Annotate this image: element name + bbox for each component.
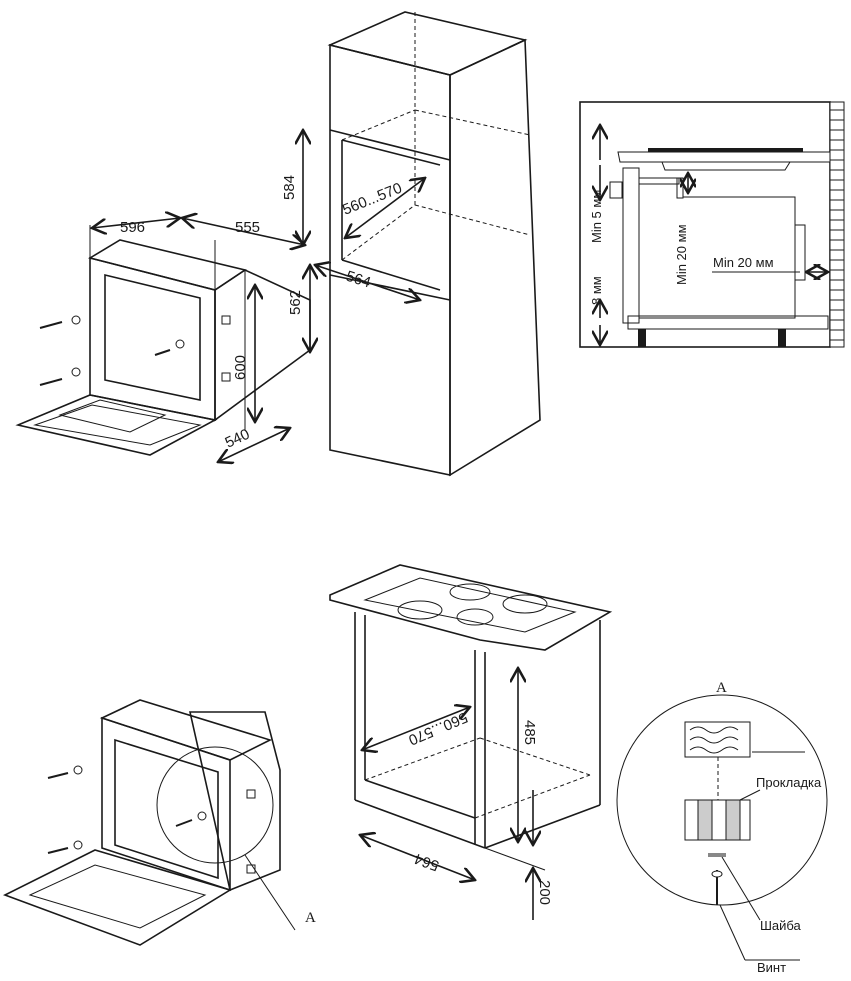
dim-upper-height: 584 — [281, 175, 298, 200]
dim-niche-height: 562 — [287, 290, 304, 315]
detail-a-title: A — [716, 680, 727, 696]
dim-oven-width: 596 — [120, 219, 145, 236]
dim-under-depth: 564 — [412, 850, 441, 875]
gasket-block — [684, 799, 751, 841]
detail-a-callout-circle — [156, 746, 274, 864]
callout-letter-a: A — [305, 910, 316, 926]
dim-bottom-gap: 200 — [536, 880, 553, 905]
washer-icon — [708, 853, 726, 857]
screw-icon — [154, 339, 185, 356]
detail-a: A Прокладка Шайба Винт — [616, 680, 828, 975]
burner-icon — [397, 600, 443, 620]
tall-cabinet: 584 560...570 562 564 — [281, 11, 541, 477]
screw-icon — [47, 840, 83, 854]
oven-isometric-bottom: A — [2, 699, 316, 946]
screw-icon — [175, 811, 207, 827]
label-washer: Шайба — [760, 918, 802, 933]
under-counter-cabinet: 560...570 485 564 200 — [329, 564, 613, 920]
section-view-panel: Min 5 мм Min 20 мм Min 20 мм 8 мм — [579, 101, 845, 348]
bracket-icon — [221, 315, 231, 325]
burner-icon — [502, 594, 548, 614]
dim-oven-depth: 555 — [235, 219, 260, 236]
screw-icon — [47, 765, 83, 779]
label-8mm: 8 мм — [589, 276, 604, 305]
label-gasket: Прокладка — [756, 775, 822, 790]
oven-isometric-top: 596 555 600 540 — [15, 218, 311, 462]
label-min-5mm: Min 5 мм — [589, 190, 604, 243]
burner-icon — [456, 608, 494, 626]
burner-icon — [449, 583, 491, 601]
bracket-icon — [246, 864, 256, 874]
label-screw: Винт — [757, 960, 786, 975]
dim-oven-height: 600 — [232, 355, 249, 380]
label-min-20mm-back: Min 20 мм — [713, 255, 774, 270]
dim-cabinet-depth: 564 — [344, 268, 373, 292]
dim-niche-width: 560...570 — [340, 180, 404, 219]
screw-icon — [39, 367, 81, 386]
dim-under-niche-height: 485 — [521, 720, 538, 745]
screw-icon — [39, 315, 81, 329]
bracket-icon — [221, 372, 231, 382]
bracket-icon — [246, 789, 256, 799]
label-min-20mm-hob: Min 20 мм — [674, 224, 689, 285]
